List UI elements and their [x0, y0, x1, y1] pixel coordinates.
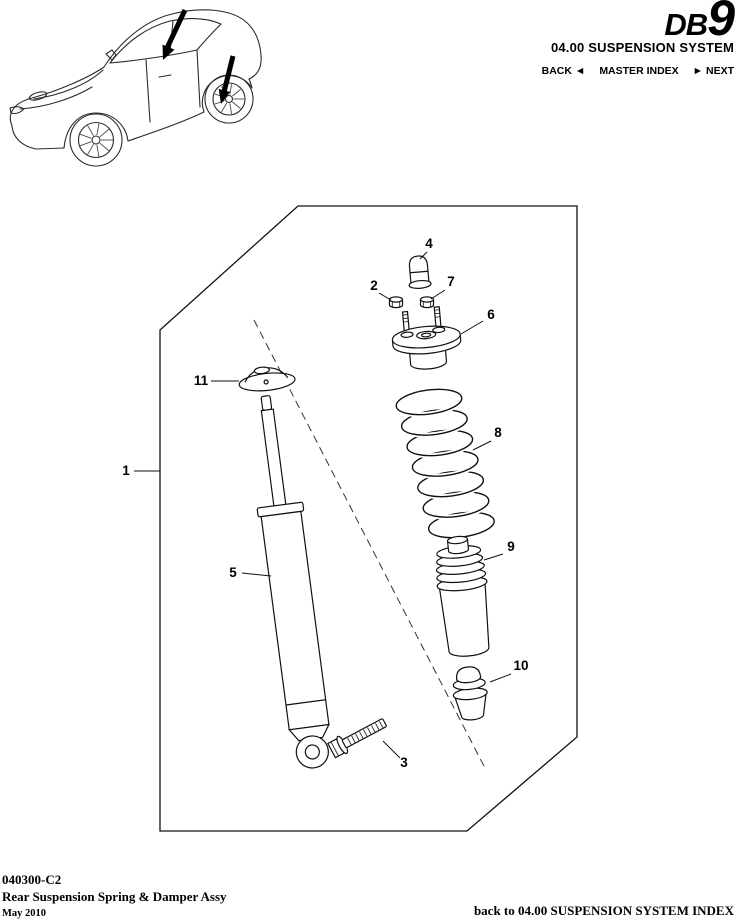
db9-logo: DB9: [664, 0, 735, 53]
location-arrow-roof: [162, 8, 188, 60]
part-10-bump-stop: [452, 666, 488, 721]
back-link[interactable]: BACK ◄: [542, 65, 586, 77]
header-nav: BACK ◄ MASTER INDEX ► NEXT: [542, 65, 734, 77]
car-rear-wheel: [204, 74, 254, 124]
leader-line-8: [472, 440, 492, 451]
callout-3: 3: [400, 755, 408, 770]
leader-line-6: [460, 320, 484, 335]
callout-8: 8: [494, 425, 502, 440]
car-grille: [9, 106, 25, 115]
car-illustration: [9, 8, 262, 167]
leader-line-3: [382, 740, 401, 759]
logo-db-text: DB: [664, 7, 708, 42]
part-7-nut: [419, 296, 435, 309]
assembly-centerline-dashed: [253, 319, 487, 771]
callout-9: 9: [507, 539, 515, 554]
car-front-wheel: [69, 113, 123, 167]
assembly-title: Rear Suspension Spring & Damper Assy: [2, 889, 227, 904]
callout-7: 7: [447, 274, 455, 289]
location-arrow-door: [218, 55, 236, 104]
document-number: 040300-C2: [2, 872, 62, 887]
leader-line-9: [483, 553, 504, 561]
car-body-outline: [9, 9, 262, 127]
callouts: 1 2 3 4 5 6 7 8 9 10 11: [122, 236, 528, 770]
part-9-dust-boot: [435, 535, 490, 657]
back-to-index-link[interactable]: back to 04.00 SUSPENSION SYSTEM INDEX: [473, 903, 734, 918]
next-label: NEXT: [705, 65, 734, 77]
part-8-coil-spring: [393, 386, 497, 541]
leader-line-7: [430, 289, 446, 300]
logo-9-text: 9: [707, 0, 735, 46]
part-2-nut: [388, 296, 404, 309]
back-arrow-icon: ◄: [574, 65, 586, 77]
diagram-border-plate: [159, 205, 578, 832]
leader-line-2: [378, 292, 392, 301]
leader-line-10: [489, 673, 512, 683]
callout-11: 11: [194, 373, 209, 388]
publication-date: May 2010: [2, 908, 47, 919]
car-mirror: [105, 49, 117, 61]
part-3-bolt: [327, 718, 387, 759]
leader-line-5: [241, 572, 272, 577]
section-title: 04.00 SUSPENSION SYSTEM: [550, 40, 734, 55]
callout-4: 4: [425, 236, 433, 251]
part-4-buffer: [408, 255, 432, 289]
car-headlight: [28, 91, 48, 101]
part-5-damper: [256, 395, 330, 769]
part-11-dust-cap: [238, 366, 296, 392]
part-6-top-mount: [391, 306, 462, 370]
master-index-link[interactable]: MASTER INDEX: [599, 65, 679, 77]
callout-5: 5: [229, 565, 237, 580]
callout-1: 1: [122, 463, 130, 478]
next-arrow-icon: ►: [692, 65, 704, 77]
back-label: BACK: [541, 65, 572, 77]
leader-line-4: [419, 251, 428, 260]
callout-10: 10: [513, 658, 528, 673]
footer-left: 040300-C2 Rear Suspension Spring & Dampe…: [2, 872, 227, 919]
callout-6: 6: [487, 307, 495, 322]
next-link[interactable]: ► NEXT: [693, 65, 734, 77]
callout-2: 2: [370, 278, 378, 293]
